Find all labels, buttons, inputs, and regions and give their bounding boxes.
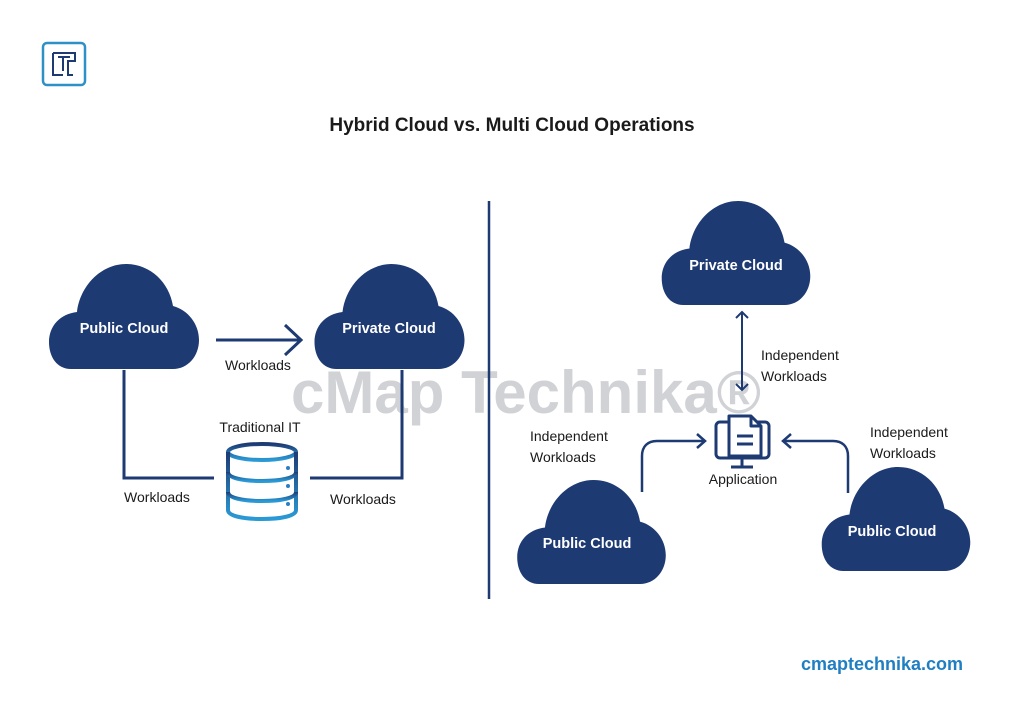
- logo: [41, 41, 87, 87]
- right-independent-label-2: Workloads: [870, 445, 936, 461]
- cloud-label: Private Cloud: [689, 258, 782, 274]
- right-independent-label-1: Independent: [870, 424, 948, 440]
- cloud-label: Public Cloud: [848, 524, 937, 540]
- cloud-label: Private Cloud: [342, 321, 435, 337]
- right-arrow: [781, 433, 850, 493]
- hybrid-private-cloud: Private Cloud: [314, 264, 465, 369]
- application-label: Application: [709, 471, 778, 487]
- cloud-shape: [517, 480, 666, 584]
- cloud-shape: [821, 467, 971, 571]
- t-logo-icon: [52, 52, 76, 76]
- left-independent-label-1: Independent: [530, 428, 608, 444]
- hybrid-public-cloud: Public Cloud: [49, 264, 199, 369]
- workloads-arrow-label: Workloads: [225, 357, 291, 373]
- cloud-shape: [314, 264, 465, 369]
- multi-public-cloud-left: Public Cloud: [517, 480, 666, 584]
- private-link-label-2: Workloads: [761, 368, 827, 384]
- page-title: Hybrid Cloud vs. Multi Cloud Operations: [329, 115, 694, 136]
- bidirectional-arrow: [735, 310, 749, 392]
- left-workloads-label: Workloads: [124, 489, 190, 505]
- multi-section: Private Cloud Independent Workloads Appl…: [517, 201, 971, 584]
- left-connector-line: [122, 370, 214, 480]
- right-workloads-label: Workloads: [330, 491, 396, 507]
- logo-frame: [41, 41, 87, 87]
- hybrid-section: Public Cloud Private Cloud Workloads Tra…: [49, 264, 465, 522]
- left-independent-label-2: Workloads: [530, 449, 596, 465]
- arrow-head-icon: [283, 323, 304, 357]
- private-link-label-1: Independent: [761, 347, 839, 363]
- website-link[interactable]: cmaptechnika.com: [801, 654, 963, 674]
- application-icon: [714, 414, 771, 469]
- traditional-it-label: Traditional IT: [219, 419, 301, 435]
- multi-public-cloud-right: Public Cloud: [821, 467, 971, 571]
- database-dots: [286, 466, 290, 506]
- left-arrow: [640, 433, 707, 492]
- cloud-shape: [49, 264, 199, 369]
- workloads-arrow: [216, 323, 304, 357]
- cloud-label: Public Cloud: [543, 536, 632, 552]
- right-connector-line: [310, 370, 404, 480]
- database-icon: [226, 442, 298, 522]
- cloud-label: Public Cloud: [80, 321, 169, 337]
- multi-private-cloud: Private Cloud: [661, 201, 811, 305]
- cloud-shape: [661, 201, 811, 305]
- watermark: cMap Technika®: [291, 359, 761, 426]
